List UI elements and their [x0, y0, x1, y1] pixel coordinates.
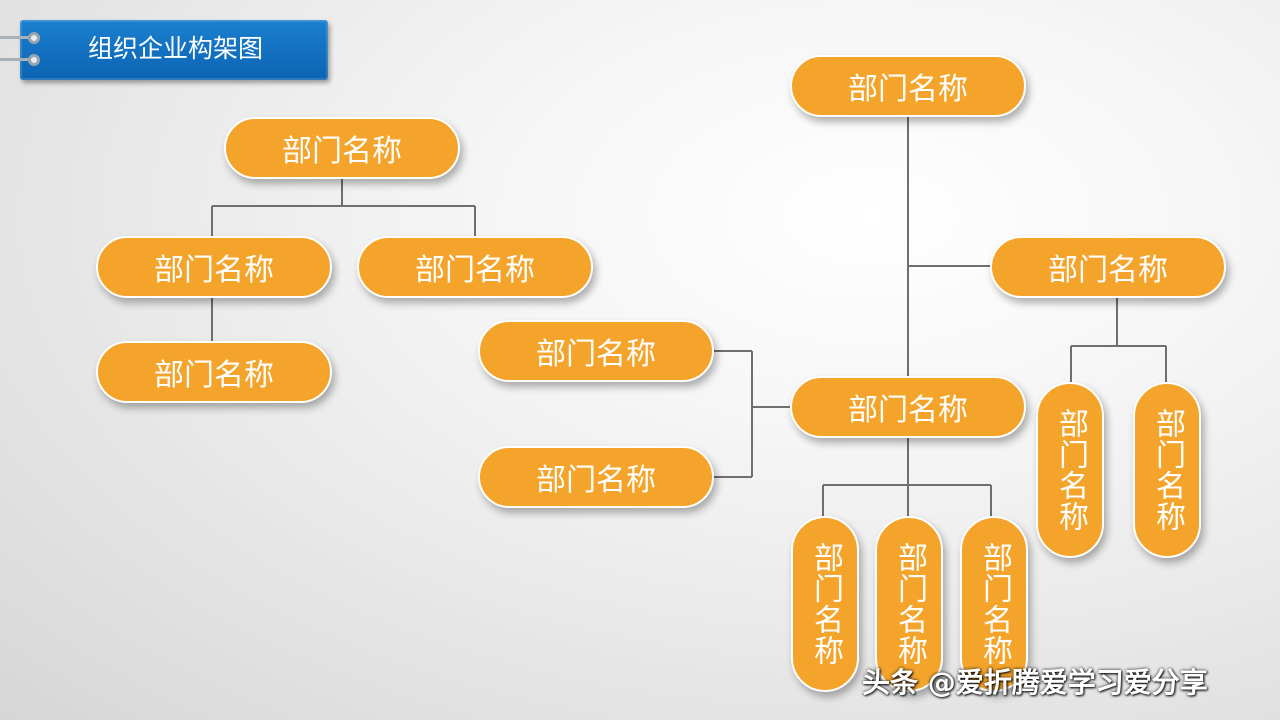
org-node-right-branch: 部门名称 — [990, 236, 1226, 298]
org-node-right-center-sub-1: 部门名称 — [791, 516, 859, 692]
slide-title: 组织企业构架图 — [88, 34, 264, 63]
binder-wire — [0, 36, 36, 39]
watermark: 头条 @爱折腾爱学习爱分享 — [862, 666, 1208, 699]
binder-ring-icon — [28, 54, 40, 66]
binder-wire — [0, 58, 36, 61]
org-node-right-root: 部门名称 — [790, 55, 1026, 117]
org-node-left-child-2: 部门名称 — [357, 236, 593, 298]
title-banner — [20, 20, 328, 80]
org-node-right-branch-sub-1: 部门名称 — [1036, 382, 1104, 558]
org-node-right-branch-sub-2: 部门名称 — [1133, 382, 1201, 558]
org-node-right-center: 部门名称 — [790, 376, 1026, 438]
org-node-mid-lower: 部门名称 — [478, 446, 714, 508]
org-node-left-child-1: 部门名称 — [96, 236, 332, 298]
org-node-left-root: 部门名称 — [224, 117, 460, 179]
binder-ring-icon — [28, 32, 40, 44]
org-node-right-center-sub-2: 部门名称 — [875, 516, 943, 692]
org-node-left-grandchild: 部门名称 — [96, 341, 332, 403]
org-node-right-center-sub-3: 部门名称 — [960, 516, 1028, 692]
org-node-mid-upper: 部门名称 — [478, 320, 714, 382]
